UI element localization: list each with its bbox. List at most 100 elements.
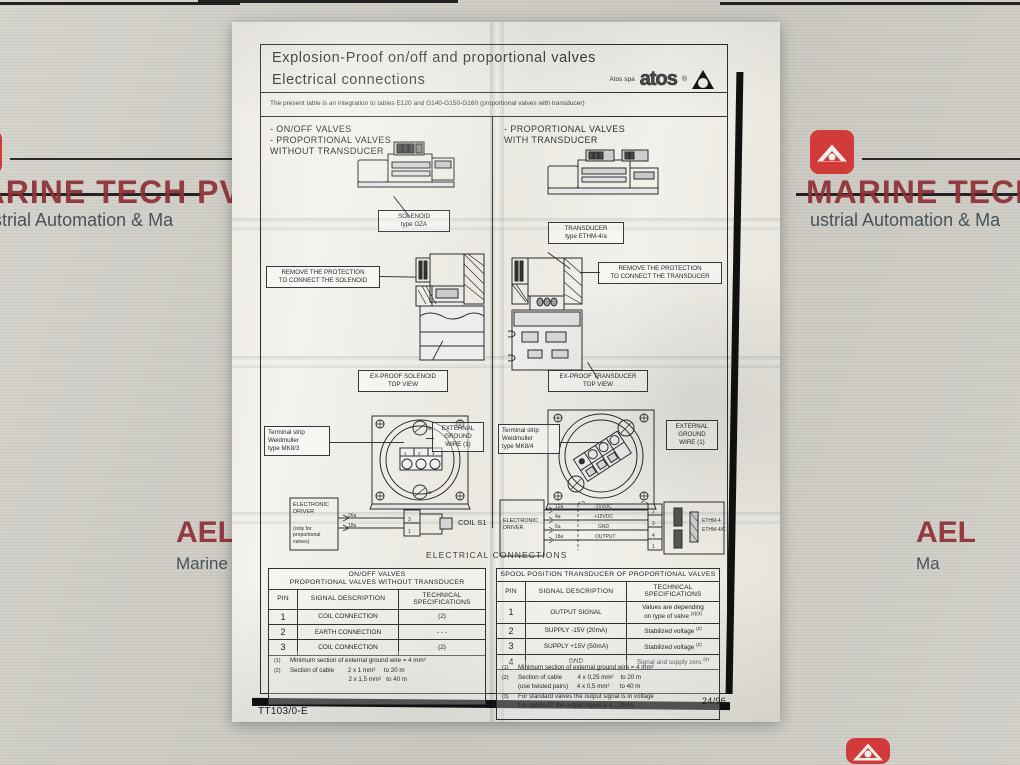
svg-text:26a: 26a: [348, 513, 357, 519]
watermark-rule: [862, 158, 1020, 160]
watermark-title: MARINE TECH PVT: [0, 174, 263, 210]
cell-spec-ref: (2): [696, 641, 702, 647]
table-left-title-line2: PROPORTIONAL VALVES WITHOUT TRANSDUCER: [289, 578, 465, 586]
cell-pin: 1: [496, 600, 526, 624]
footnotes-right: (1) Minimum section of external ground w…: [496, 660, 720, 720]
svg-text:1: 1: [404, 451, 407, 456]
left-column-heading: - ON/OFF VALVES - PROPORTIONAL VALVES WI…: [270, 124, 392, 156]
svg-text:4a: 4a: [555, 514, 561, 520]
callout-exproof-transducer-top-view: EX-PROOF TRANSDUCER TOP VIEW: [548, 370, 648, 393]
watermark-title: AEL: [176, 516, 236, 549]
marine-tech-logo-icon: [810, 130, 854, 174]
document-title-line1: Explosion-Proof on/off and proportional …: [272, 50, 596, 66]
footnote: (2) Section of cable 2 x 1 mm² to 20 m: [274, 666, 480, 676]
background-rule-mid-right: [796, 193, 1020, 196]
cell-spec: Stabilized voltage (2): [626, 622, 720, 640]
right-column-heading: - PROPORTIONAL VALVES WITH TRANSDUCER: [504, 124, 626, 145]
solenoid-cross-section: [410, 250, 500, 378]
table-header-row: PIN SIGNAL DESCRIPTION TECHNICAL SPECIFI…: [496, 580, 720, 602]
footnote-marker: (3): [502, 693, 509, 700]
table-onoff-valves: ON/OFF VALVES PROPORTIONAL VALVES WITHOU…: [268, 568, 486, 656]
cell-signal: SUPPLY -15V (20mA): [525, 622, 627, 640]
background-rule-top-right: [720, 2, 1020, 5]
marine-tech-logo-icon: [846, 738, 890, 764]
paper-fold-horizontal-lower: [232, 512, 780, 524]
svg-text:3: 3: [432, 451, 435, 456]
table-row: 2 SUPPLY -15V (20mA) Stabilized voltage …: [496, 622, 720, 640]
footnote-marker: [502, 682, 513, 692]
watermark-title: MARINE TECH PVT: [806, 174, 1020, 210]
table-row: ON/OFF VALVES PROPORTIONAL VALVES WITHOU…: [268, 568, 486, 590]
callout-external-ground-right: EXTERNAL GROUND WIRE (1): [666, 420, 718, 451]
cell-signal: OUTPUT SIGNAL: [525, 600, 627, 624]
cell-pin: 3: [496, 638, 526, 655]
svg-text:⊕: ⊕: [428, 426, 432, 431]
svg-text:2: 2: [652, 509, 655, 515]
valve-illustration-right: [546, 148, 686, 202]
col-spec: TECHNICAL SPECIFICATIONS: [398, 588, 486, 610]
table-row: SPOOL POSITION TRANSDUCER OF PROPORTIONA…: [496, 568, 720, 582]
svg-text:GND: GND: [598, 524, 610, 530]
col-pin: PIN: [268, 588, 298, 610]
cell-spec-text: Values are depending on type of valve: [642, 603, 704, 621]
background-rule-top-left: [0, 2, 240, 5]
svg-text:4: 4: [652, 533, 655, 539]
table-right-title: SPOOL POSITION TRANSDUCER OF PROPORTIONA…: [496, 568, 720, 582]
table-row: 4 GND Signal and supply zero (2): [496, 653, 720, 670]
table-row: 2 EARTH CONNECTION - - -: [268, 624, 486, 641]
cell-pin: 1: [268, 608, 298, 626]
footnote-text: (use twisted pairs) 4 x 0,5 mm² to 40 m: [518, 683, 641, 691]
atos-wordmark: atos: [639, 68, 678, 91]
table-row: 1 OUTPUT SIGNAL Values are depending on …: [496, 600, 720, 624]
watermark-ael-left: AEL Marine: [176, 516, 236, 574]
company-name: Atos spa: [609, 76, 635, 83]
footnote-marker: (2): [502, 674, 509, 681]
document-title-line2: Electrical connections: [272, 72, 426, 88]
col-pin: PIN: [496, 580, 526, 602]
svg-text:OUTPUT: OUTPUT: [595, 534, 616, 540]
background-rule-mid-left: [0, 193, 200, 196]
cell-spec: (2): [398, 608, 486, 626]
datasheet-border: [260, 44, 728, 694]
leader-ground-left: [426, 438, 434, 439]
svg-text:ETHM-4: ETHM-4: [702, 518, 721, 524]
cell-spec-ref: (2): [703, 656, 710, 662]
watermark-ael-right: AEL Ma: [916, 516, 976, 574]
table-row: 1 COIL CONNECTION (2): [268, 608, 486, 626]
table-header-row: PIN SIGNAL DESCRIPTION TECHNICAL SPECIFI…: [268, 588, 486, 610]
table-left-title-line1: ON/OFF VALVES: [348, 571, 406, 578]
datasheet-frame: Explosion-Proof on/off and proportional …: [251, 44, 744, 720]
callout-solenoid: SOLENOID type OZA: [378, 210, 450, 233]
watermark-marine-tech-bottom-right: [846, 738, 890, 764]
svg-text:3: 3: [408, 517, 411, 523]
table-row: 3 COIL CONNECTION (2): [268, 639, 486, 656]
document-code: TT103/0-E: [258, 706, 308, 717]
col-signal: SIGNAL DESCRIPTION: [525, 580, 627, 602]
footnote-text: 2 x 1,5 mm² to 40 m: [290, 676, 407, 684]
label-driver-note-left: (only for proportional valves): [293, 526, 321, 545]
svg-text:18a: 18a: [348, 523, 357, 529]
label-electronic-driver-right: ELECTRONIC DRIVER: [503, 518, 538, 531]
svg-text:1: 1: [652, 544, 655, 550]
transducer-top-view: [542, 406, 660, 514]
label-electronic-driver-left: ELECTRONIC DRIVER: [293, 502, 330, 515]
footnote: (use twisted pairs) 4 x 0,5 mm² to 40 m: [502, 682, 714, 692]
transducer-cross-section: [508, 252, 602, 378]
callout-terminal-strip-left: Terminal strip Weidmuller type MK8/3: [264, 426, 330, 457]
svg-text:⊕: ⊕: [428, 490, 432, 495]
paper-fold-horizontal-upper: [232, 218, 780, 230]
paper-fold-horizontal-mid: [232, 356, 780, 368]
watermark-subtitle: Ma: [916, 554, 940, 573]
cell-signal: GND: [525, 653, 627, 670]
footnote: (1) Minimum section of external ground w…: [502, 663, 714, 673]
svg-text:6a: 6a: [555, 524, 561, 530]
svg-text:3: 3: [652, 521, 655, 527]
footnote: (3) For standard valves the output signa…: [502, 692, 714, 702]
svg-text:+15VDC: +15VDC: [594, 514, 613, 520]
leader-remove-protection-right: [580, 272, 600, 273]
footnote-text: For standard valves the output signal is…: [518, 692, 654, 700]
cell-signal: EARTH CONNECTION: [297, 624, 399, 641]
footnote: For option /C the output signal is 4...2…: [502, 701, 714, 711]
cell-spec: Stabilized voltage (2): [626, 638, 720, 655]
